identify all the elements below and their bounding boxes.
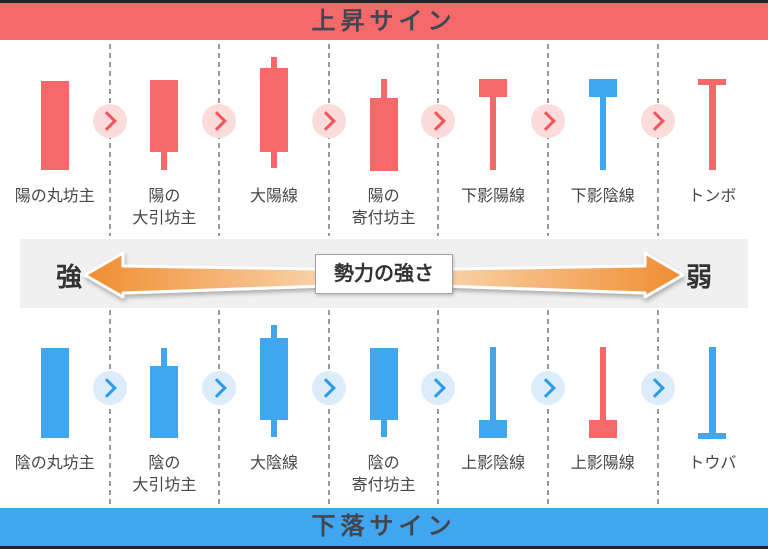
candle-label: トウバ (688, 455, 737, 472)
dashed-separator (218, 310, 221, 506)
next-step-circle (640, 104, 675, 138)
bullish-banner-label: 上昇サイン (311, 8, 457, 35)
dashed-separator (437, 310, 440, 506)
candle-wick (599, 97, 606, 170)
chevron-right-icon (535, 111, 556, 131)
dashed-separator (108, 310, 111, 506)
candle-bar (698, 433, 727, 439)
candle-wick (490, 347, 497, 420)
next-step-circle (311, 104, 346, 138)
candle-label: 陽の大引坊主 (132, 188, 197, 227)
candle-label: 陽の丸坊主 (14, 188, 95, 205)
weak-label: 弱 (685, 262, 712, 292)
next-step-circle (92, 371, 127, 405)
chevron-right-icon (97, 378, 117, 398)
chevron-right-icon (206, 111, 227, 131)
dashed-separator (656, 44, 659, 236)
candle-body (40, 348, 69, 438)
candle-label: 大陰線 (249, 455, 298, 472)
candle-label: 下影陰線 (570, 188, 635, 205)
chevron-right-icon (425, 111, 446, 131)
strength-title-box: 勢力の強さ (315, 254, 453, 294)
candle-wick (380, 79, 387, 98)
candle-line (708, 347, 716, 433)
bullish-banner: 上昇サイン (0, 3, 768, 40)
candle-wick (271, 152, 277, 168)
candle-body (260, 68, 288, 152)
bearish-banner-label: 下落サイン (311, 513, 457, 540)
candle-wick (380, 420, 387, 437)
next-step-circle (531, 104, 565, 138)
next-step-circle (311, 371, 346, 405)
next-step-circle (92, 104, 127, 138)
chevron-right-icon (645, 378, 665, 398)
candle-body (588, 79, 617, 97)
candle-label: トンボ (688, 188, 737, 205)
dashed-separator (547, 310, 549, 506)
chevron-right-icon (535, 378, 556, 398)
candle-wick (271, 57, 277, 68)
chevron-right-icon (206, 378, 227, 398)
chevron-right-icon (316, 111, 337, 131)
bottom-edge-line (0, 546, 768, 549)
strength-arrow (83, 251, 685, 299)
candle-body (479, 79, 508, 97)
candle-label: 下影陽線 (461, 188, 526, 205)
chevron-right-icon (97, 111, 117, 131)
next-step-circle (640, 371, 675, 405)
candle-line (708, 85, 716, 170)
candle-body (588, 420, 617, 438)
bearish-banner: 下落サイン (0, 508, 768, 546)
candle-wick (161, 152, 168, 170)
chevron-right-icon (425, 378, 446, 398)
dashed-separator (108, 44, 111, 236)
candle-body (369, 98, 398, 171)
dashed-separator (327, 44, 330, 236)
candle-label: 陽の寄付坊主 (351, 188, 416, 227)
candle-label: 上影陽線 (570, 455, 635, 472)
next-step-circle (421, 371, 456, 405)
strong-label: 強 (56, 262, 83, 292)
next-step-circle (421, 104, 456, 138)
candle-label: 陰の寄付坊主 (351, 455, 416, 494)
top-edge-line (0, 0, 768, 3)
candle-wick (271, 325, 277, 338)
strength-title: 勢力の強さ (334, 263, 434, 285)
candle-body (369, 348, 398, 420)
candle-wick (161, 348, 168, 366)
chevron-right-icon (316, 378, 337, 398)
candle-body (150, 366, 179, 438)
dashed-separator (327, 310, 330, 506)
chevron-right-icon (645, 111, 665, 131)
next-step-circle (531, 371, 565, 405)
candle-label: 上影陰線 (461, 455, 526, 472)
dashed-separator (547, 44, 549, 236)
next-step-circle (202, 371, 237, 405)
candle-wick (490, 97, 497, 170)
next-step-circle (202, 104, 237, 138)
candle-body (150, 80, 179, 152)
candle-label: 陰の丸坊主 (14, 455, 95, 472)
candle-wick (271, 420, 277, 437)
dashed-separator (656, 310, 659, 506)
candle-wick (599, 347, 606, 420)
candle-label: 大陽線 (249, 188, 298, 205)
candle-bar (698, 79, 727, 85)
dashed-separator (437, 44, 440, 236)
candle-body (260, 338, 288, 420)
candle-body (40, 81, 69, 170)
dashed-separator (218, 44, 221, 236)
candle-label: 陰の大引坊主 (132, 455, 197, 494)
strength-bar: 強 勢力の強さ 弱 (20, 239, 748, 308)
candle-body (479, 420, 508, 438)
